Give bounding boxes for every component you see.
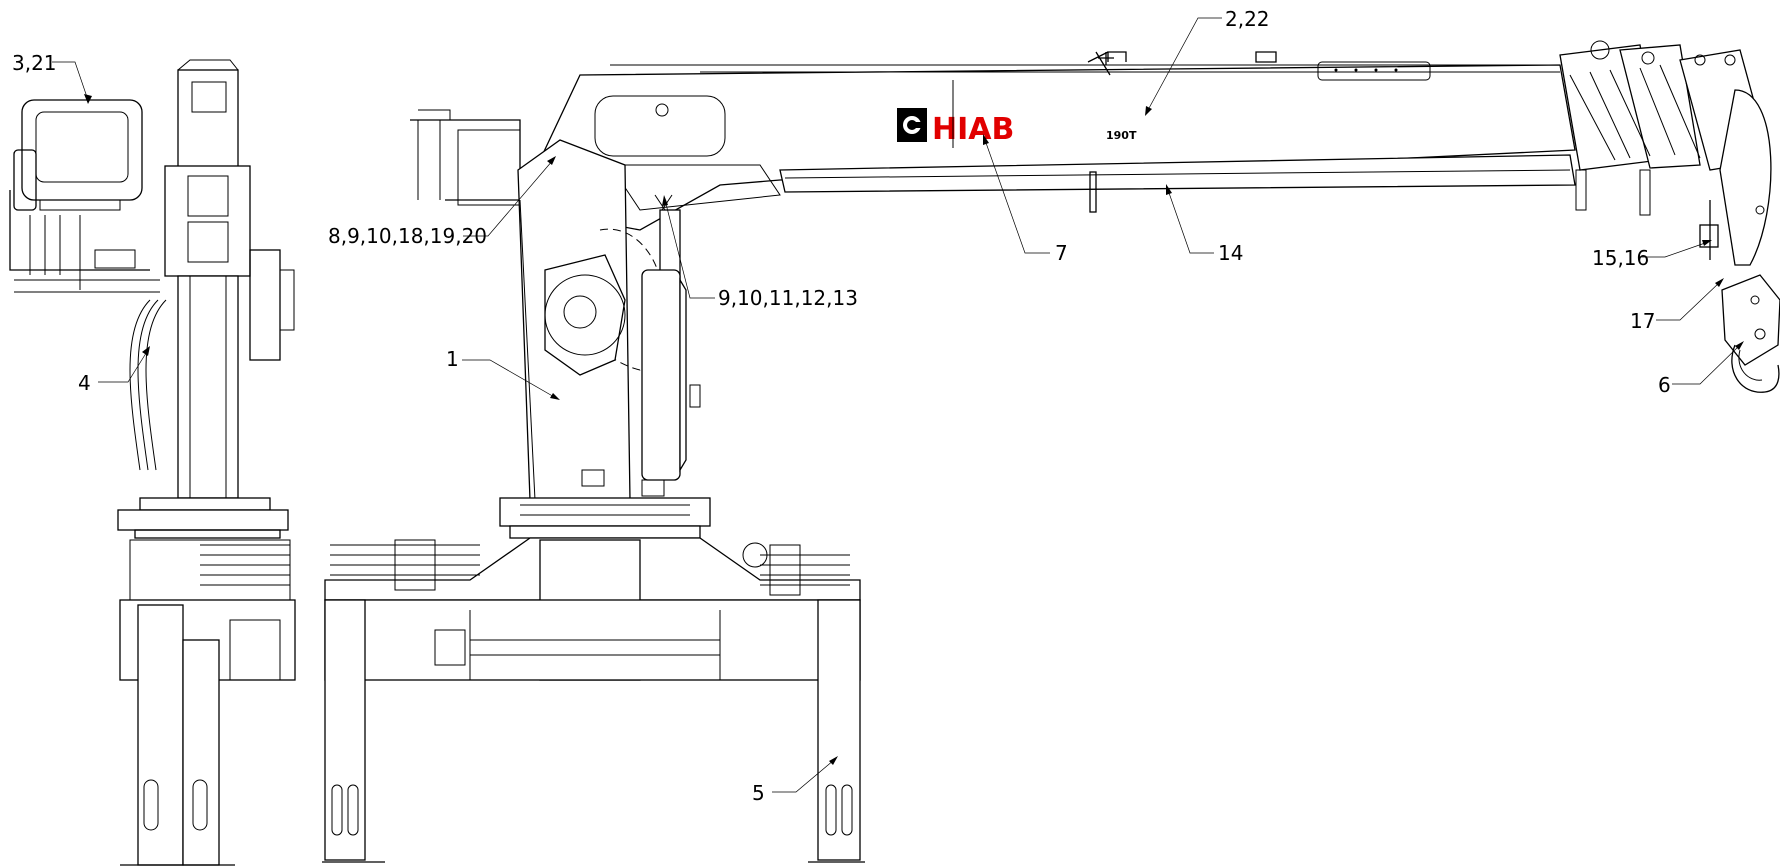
callout-7: 7 <box>983 134 1068 265</box>
callout-15-16: 15,16 <box>1592 240 1712 270</box>
svg-text:1: 1 <box>446 347 459 371</box>
svg-text:9,10,11,12,13: 9,10,11,12,13 <box>718 286 858 310</box>
svg-text:14: 14 <box>1218 241 1243 265</box>
svg-text:2,22: 2,22 <box>1225 7 1270 31</box>
callout-3-21: 3,21 <box>12 51 92 104</box>
slewing-ring <box>499 497 711 539</box>
hook-block <box>1699 200 1780 393</box>
model-text: 190T <box>1106 129 1137 142</box>
hiab-logo: HIAB <box>897 80 1014 148</box>
callout-1: 1 <box>446 347 560 400</box>
crane-column <box>517 139 664 501</box>
crane-front-view: HIAB 190T <box>322 40 1780 863</box>
column <box>164 59 295 499</box>
svg-text:17: 17 <box>1630 309 1655 333</box>
svg-text:6: 6 <box>1658 373 1671 397</box>
crane-end-view <box>9 59 296 866</box>
svg-text:5: 5 <box>752 781 765 805</box>
stabilizer-leg-left <box>322 599 385 863</box>
svg-text:8,9,10,18,19,20: 8,9,10,18,19,20 <box>328 224 487 248</box>
extension-boom <box>779 154 1651 216</box>
hydraulic-hoses <box>129 299 167 471</box>
slewing-base <box>117 497 291 601</box>
base-frame-front <box>324 537 861 681</box>
boom-head <box>1559 40 1772 266</box>
operator-platform <box>410 109 521 206</box>
svg-text:4: 4 <box>78 371 91 395</box>
callout-17: 17 <box>1630 278 1724 333</box>
svg-text:3,21: 3,21 <box>12 51 57 75</box>
base-frame <box>119 599 296 866</box>
callout-14: 14 <box>1166 184 1243 265</box>
callout-4: 4 <box>78 346 150 395</box>
stabilizer-leg-right <box>808 599 865 863</box>
main-boom <box>539 51 1576 231</box>
callout-9-13: 9,10,11,12,13 <box>662 195 858 310</box>
operator-seat <box>9 99 160 293</box>
brand-text: HIAB <box>932 112 1014 147</box>
callouts: 3,21 4 2,22 8,9,10,18,19,20 9,10,11,12,1… <box>12 7 1744 805</box>
callout-2-22: 2,22 <box>1145 7 1270 116</box>
svg-text:7: 7 <box>1055 241 1068 265</box>
svg-text:15,16: 15,16 <box>1592 246 1649 270</box>
callout-8-20: 8,9,10,18,19,20 <box>328 156 556 248</box>
callout-5: 5 <box>752 756 838 805</box>
lift-cylinder <box>641 194 701 497</box>
callout-6: 6 <box>1658 341 1744 397</box>
